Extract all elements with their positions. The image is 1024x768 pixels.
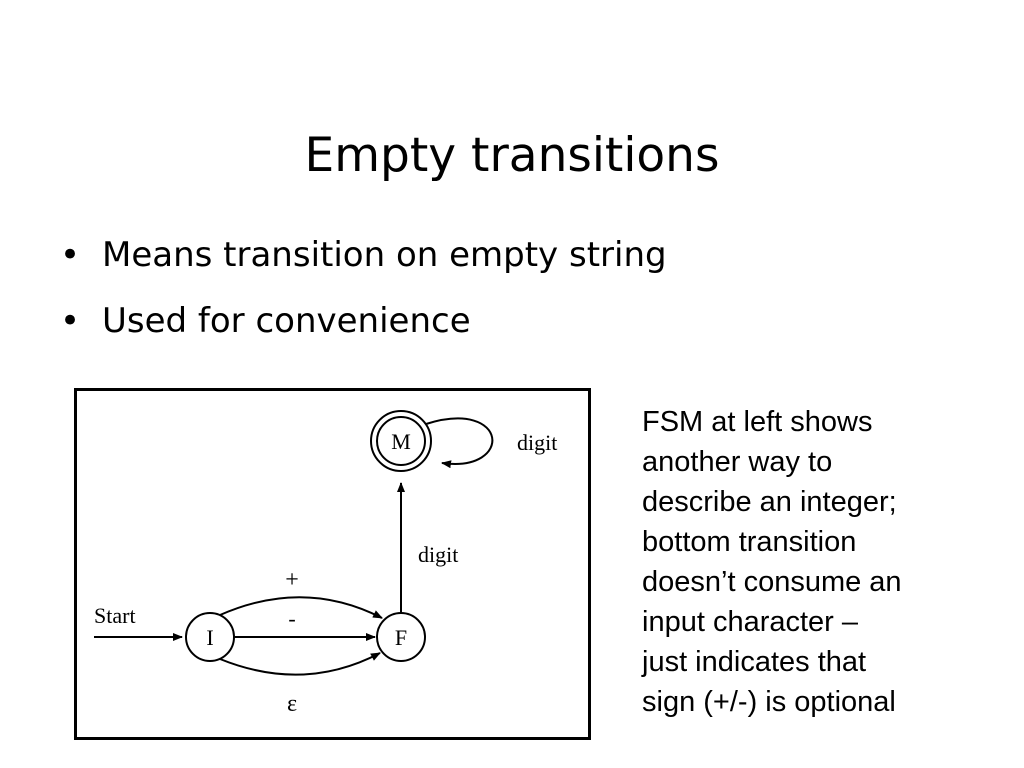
state-i-label: I (206, 625, 213, 650)
side-note: FSM at left shows another way to describ… (642, 402, 972, 722)
state-f-label: F (395, 625, 407, 650)
note-line: describe an integer; (642, 486, 897, 518)
note-line: doesn’t consume an (642, 566, 902, 598)
bullet-text: Used for convenience (102, 301, 471, 341)
note-line: FSM at left shows (642, 406, 873, 438)
digit-loop-label: digit (517, 430, 557, 455)
bullet-text: Means transition on empty string (102, 235, 667, 275)
note-line: just indicates that (642, 646, 867, 678)
bullet-dot: • (60, 235, 81, 275)
bullet-dot: • (60, 301, 81, 341)
state-m-inner (376, 416, 426, 466)
epsilon-transition (219, 652, 381, 676)
plus-transition (219, 596, 383, 619)
note-line: sign (+/-) is optional (642, 686, 896, 718)
minus-label: - (288, 606, 295, 631)
diagram-frame (74, 388, 591, 740)
state-m-label: M (391, 429, 411, 454)
bullet-item: • Used for convenience (60, 298, 667, 344)
start-label: Start (94, 603, 136, 628)
note-line: input character – (642, 606, 859, 638)
fsm-diagram: Start I F M + - ε digit digit (74, 388, 591, 740)
slide-title: Empty transitions (304, 128, 720, 183)
note-line: bottom transition (642, 526, 857, 558)
bullet-list: • Means transition on empty string • Use… (60, 232, 667, 364)
note-line: another way to (642, 446, 833, 478)
bullet-item: • Means transition on empty string (60, 232, 667, 278)
digit-up-label: digit (418, 542, 458, 567)
epsilon-label: ε (287, 691, 297, 717)
digit-self-loop (425, 417, 494, 469)
plus-label: + (285, 567, 299, 593)
